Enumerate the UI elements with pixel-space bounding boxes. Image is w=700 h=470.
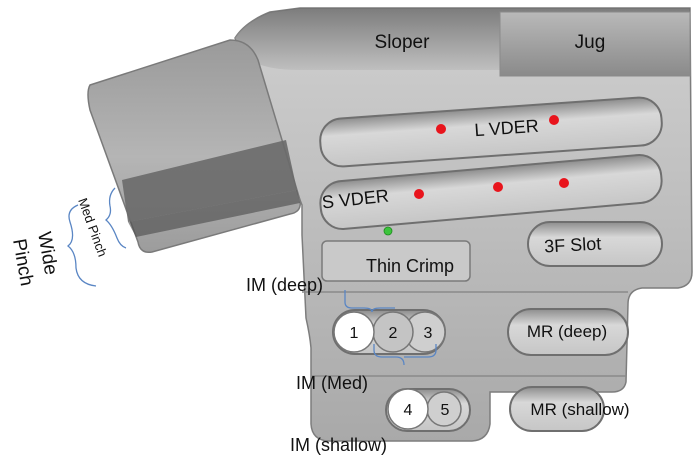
pocket-1[interactable] <box>333 311 375 353</box>
pocket-label-2: 2 <box>389 325 398 342</box>
wide-pinch-label-line1: Wide <box>33 230 61 276</box>
im-deep-label: IM (deep) <box>246 275 323 295</box>
short-vder-slot[interactable] <box>319 153 664 231</box>
long-vder-slot[interactable] <box>319 96 664 168</box>
im-shallow-label: IM (shallow) <box>290 435 387 455</box>
mr-shallow-slot[interactable] <box>509 386 605 432</box>
three-finger-slot[interactable] <box>527 221 663 267</box>
hold-label-mr-deep: MR (deep) <box>527 322 607 341</box>
pinch-wing[interactable] <box>87 39 302 254</box>
section-label-jug: Jug <box>575 32 606 53</box>
im-med-label: IM (Med) <box>296 373 368 393</box>
jug-block[interactable] <box>499 11 691 77</box>
marker-dot-red <box>493 182 503 192</box>
marker-dot-red <box>436 124 446 134</box>
hold-label-thin-crimp: Thin Crimp <box>366 256 454 276</box>
pocket-label-4: 4 <box>404 402 413 419</box>
pocket-label-5: 5 <box>441 402 450 419</box>
marker-dot-green <box>383 226 393 236</box>
section-label-sloper: Sloper <box>375 32 431 53</box>
marker-dot-red <box>414 189 424 199</box>
marker-dot-red <box>549 115 559 125</box>
hold-label-mr-shallow: MR (shallow) <box>530 400 629 419</box>
pocket-label-3: 3 <box>424 325 433 342</box>
hold-label-long-vder: L VDER <box>474 116 540 140</box>
mr-deep-slot[interactable] <box>507 308 629 356</box>
thin-crimp-slot[interactable] <box>321 240 471 282</box>
marker-dot-red <box>559 178 569 188</box>
hold-label-3f-slot: 3F Slot <box>544 234 602 257</box>
bracket-lines <box>66 187 437 366</box>
pocket-4[interactable] <box>387 388 429 430</box>
med-pinch-label: Med Pinch <box>75 196 110 259</box>
wide-pinch-label-line2: Pinch <box>8 237 37 287</box>
pocket-label-1: 1 <box>350 325 359 342</box>
